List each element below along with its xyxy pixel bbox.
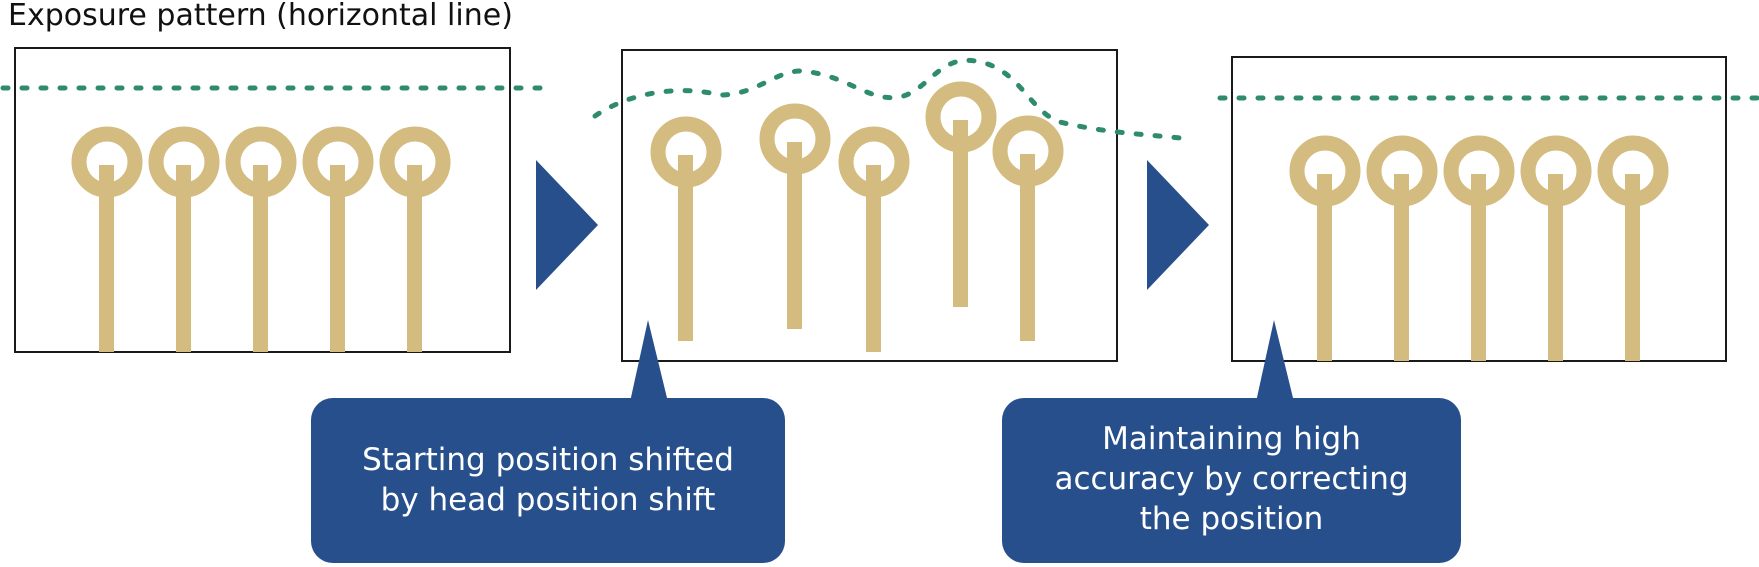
pad-ring [759,103,831,175]
callout-box [1002,398,1461,563]
pad-ring [1289,135,1361,207]
pad-ring [379,126,451,198]
callout-line: the position [1139,501,1324,537]
guide-line-shifted [592,57,1183,141]
pad-stem [1625,174,1640,361]
pads-shifted [650,81,1064,352]
pad-ring [1520,135,1592,207]
pad-stem [1317,174,1332,361]
callout-line: accuracy by correcting [1054,461,1409,497]
pad-ring [1443,135,1515,207]
pad-stem [1020,154,1035,341]
callout-line: by head position shift [380,482,716,518]
pad-ring [1366,135,1438,207]
flow-arrow-1 [536,160,598,290]
callout-pointer [1256,320,1294,402]
pads-original [71,126,451,352]
pad-ring [925,81,997,153]
callout-shift-text: Starting position shifted by head positi… [311,440,785,520]
pad-stem [953,120,968,307]
pad-stem [1394,174,1409,361]
pad-ring [992,115,1064,187]
pad-ring [71,126,143,198]
pads-corrected [1289,135,1669,361]
pad-stem [407,165,422,352]
pad-stem [678,155,693,341]
panel-shifted [621,49,1118,362]
diagram-title: Exposure pattern (horizontal line) [8,0,513,33]
pad-ring [650,116,722,188]
pad-stem [176,165,191,352]
pad-ring [148,126,220,198]
callout-box [311,398,785,563]
callout-line: Maintaining high [1102,421,1361,457]
pad-stem [1471,174,1486,361]
callout-shift [311,320,785,563]
callout-correction [1002,320,1461,563]
pad-stem [330,165,345,352]
pad-stem [787,142,802,329]
pad-ring [1597,135,1669,207]
pad-ring [302,126,374,198]
pad-stem [253,165,268,352]
pad-stem [99,165,114,352]
callout-line: Starting position shifted [362,442,734,478]
pad-stem [866,165,881,352]
callout-correction-text: Maintaining high accuracy by correcting … [1002,419,1461,539]
pad-ring [225,126,297,198]
pad-ring [838,126,910,198]
pad-stem [1548,174,1563,361]
callout-pointer [630,320,668,402]
flow-arrow-2 [1147,160,1209,290]
